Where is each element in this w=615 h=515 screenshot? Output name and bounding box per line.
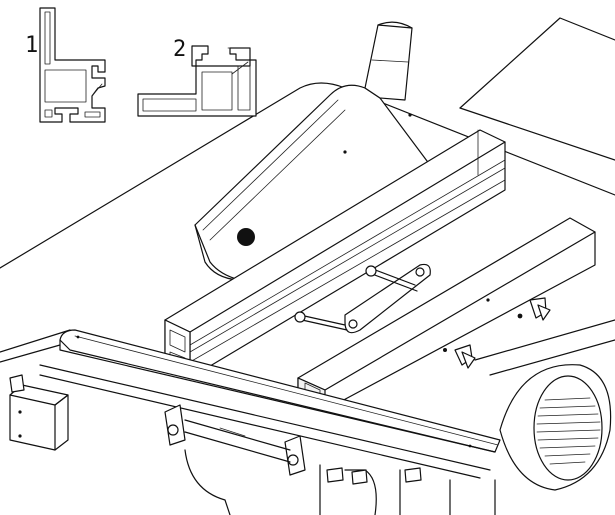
- front-rail: [39, 329, 501, 479]
- wing-nuts: [454, 297, 551, 369]
- connecting-plate: [294, 263, 431, 334]
- saw-base: [184, 449, 496, 515]
- motor-vent-grille: [536, 397, 601, 465]
- left-switch-box: [9, 374, 69, 451]
- profile-2-section: [137, 45, 257, 117]
- dust-chute: [364, 21, 413, 101]
- profile-2-label: 2: [173, 37, 186, 62]
- motor-housing: [499, 364, 612, 491]
- profile-1-label: 1: [25, 33, 38, 58]
- rail-clamps: [164, 404, 306, 476]
- profile-1-section: [39, 7, 106, 123]
- guard-hole-icon: [237, 228, 255, 246]
